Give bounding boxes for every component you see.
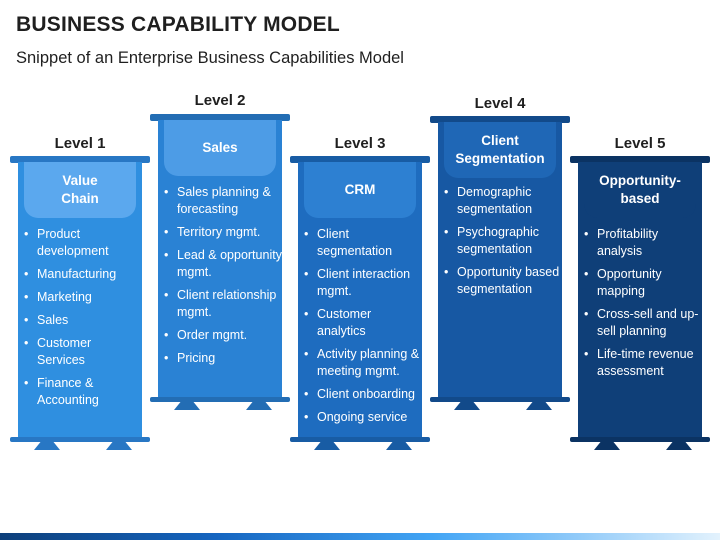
list-item: Cross-sell and up-sell planning [584,306,702,340]
stand-foot [454,402,480,410]
list-item: Order mgmt. [164,327,282,344]
list-item: Client interaction mgmt. [304,266,422,300]
list-item: Customer analytics [304,306,422,340]
banner-top-rod [430,116,570,123]
level-label: Level 3 [334,135,386,152]
list-item: Activity planning & meeting mgmt. [304,346,422,380]
list-item: Client relationship mgmt. [164,287,282,321]
list-item: Demographic segmentation [444,184,562,218]
list-item: Product development [24,226,142,260]
footer-gradient-bar [0,533,720,540]
banner-base-rod [10,437,150,442]
list-item: Manufacturing [24,266,142,283]
capability-list: Product developmentManufacturingMarketin… [24,226,142,415]
list-item: Marketing [24,289,142,306]
list-item: Pricing [164,350,282,367]
list-item: Sales planning & forecasting [164,184,282,218]
level-label: Level 1 [54,135,106,152]
stand-foot [174,402,200,410]
capability-list: Demographic segmentationPsychographic se… [444,184,562,304]
banner-base-rod [570,437,710,442]
banner-base-rod [430,397,570,402]
list-item: Client segmentation [304,226,422,260]
banner-top-rod [290,156,430,163]
list-item: Ongoing service [304,409,422,426]
level-heading: Value Chain [24,162,136,218]
page-title: BUSINESS CAPABILITY MODEL [16,13,340,36]
list-item: Client onboarding [304,386,422,403]
stand-foot [666,442,692,450]
level-column: Level 4 Client SegmentationDemographic se… [430,0,570,540]
stand-foot [526,402,552,410]
list-item: Opportunity mapping [584,266,702,300]
banner-top-rod [10,156,150,163]
list-item: Psychographic segmentation [444,224,562,258]
list-item: Customer Services [24,335,142,369]
stand-foot [314,442,340,450]
list-item: Territory mgmt. [164,224,282,241]
level-heading: Opportunity- based [584,162,696,218]
stand-foot [246,402,272,410]
stand-foot [594,442,620,450]
level-column: Level 5 Opportunity- basedProfitability a… [570,0,710,540]
banner-top-rod [570,156,710,163]
list-item: Profitability analysis [584,226,702,260]
stand-foot [386,442,412,450]
list-item: Sales [24,312,142,329]
stand-foot [34,442,60,450]
level-label: Level 4 [474,95,526,112]
level-heading: Sales [164,120,276,176]
level-label: Level 2 [194,92,246,109]
capability-list: Sales planning & forecastingTerritory mg… [164,184,282,373]
list-item: Life-time revenue assessment [584,346,702,380]
level-column: Level 3 CRM Client segmentationClient inte… [290,0,430,540]
stand-foot [106,442,132,450]
banner-base-rod [150,397,290,402]
list-item: Finance & Accounting [24,375,142,409]
capability-list: Profitability analysisOpportunity mappin… [584,226,702,386]
banner-base-rod [290,437,430,442]
list-item: Opportunity based segmentation [444,264,562,298]
level-column: Level 2 SalesSales planning & forecasting… [150,0,290,540]
level-heading: CRM [304,162,416,218]
level-label: Level 5 [614,135,666,152]
banner-top-rod [150,114,290,121]
level-column: Level 1 Value ChainProduct developmentMan… [10,0,150,540]
level-heading: Client Segmentation [444,122,556,178]
page-subtitle: Snippet of an Enterprise Business Capabi… [16,49,404,67]
capability-list: Client segmentationClient interaction mg… [304,226,422,432]
list-item: Lead & opportunity mgmt. [164,247,282,281]
